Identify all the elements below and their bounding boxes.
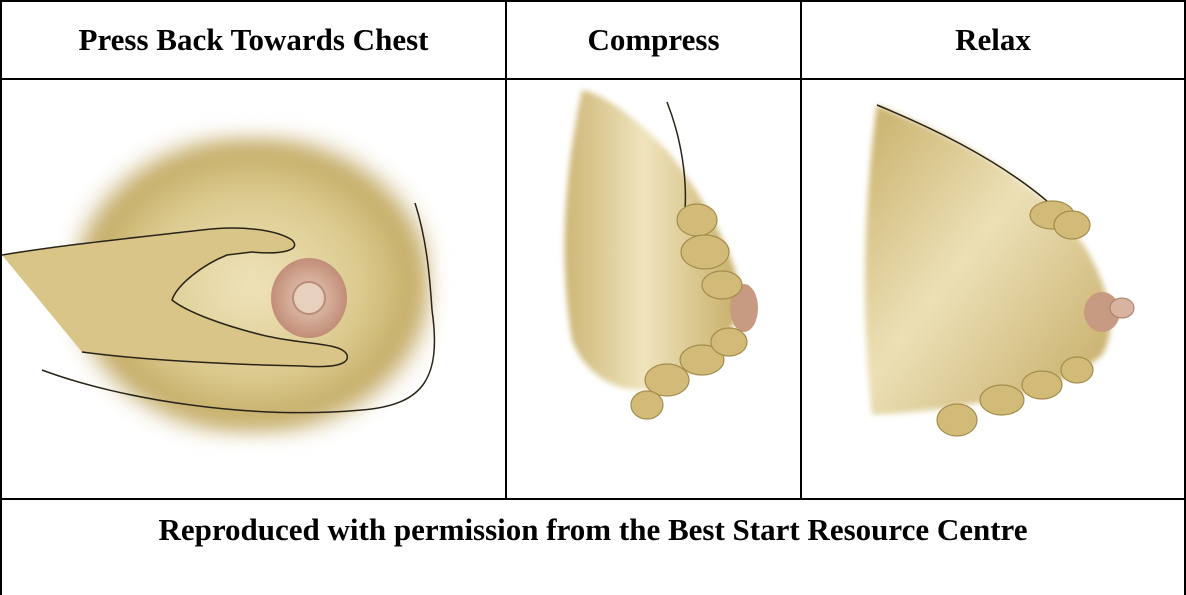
header-press-back: Press Back Towards Chest <box>2 2 505 77</box>
permission-caption: Reproduced with permission from the Best… <box>0 512 1186 548</box>
header-compress: Compress <box>507 2 800 77</box>
table-border-images-bottom <box>0 498 1186 500</box>
hand-relaxing-breast-illustration <box>802 80 1184 498</box>
header-relax: Relax <box>802 2 1184 77</box>
hand-pressing-breast-illustration <box>2 80 505 498</box>
hand-compressing-breast-illustration <box>507 80 800 498</box>
